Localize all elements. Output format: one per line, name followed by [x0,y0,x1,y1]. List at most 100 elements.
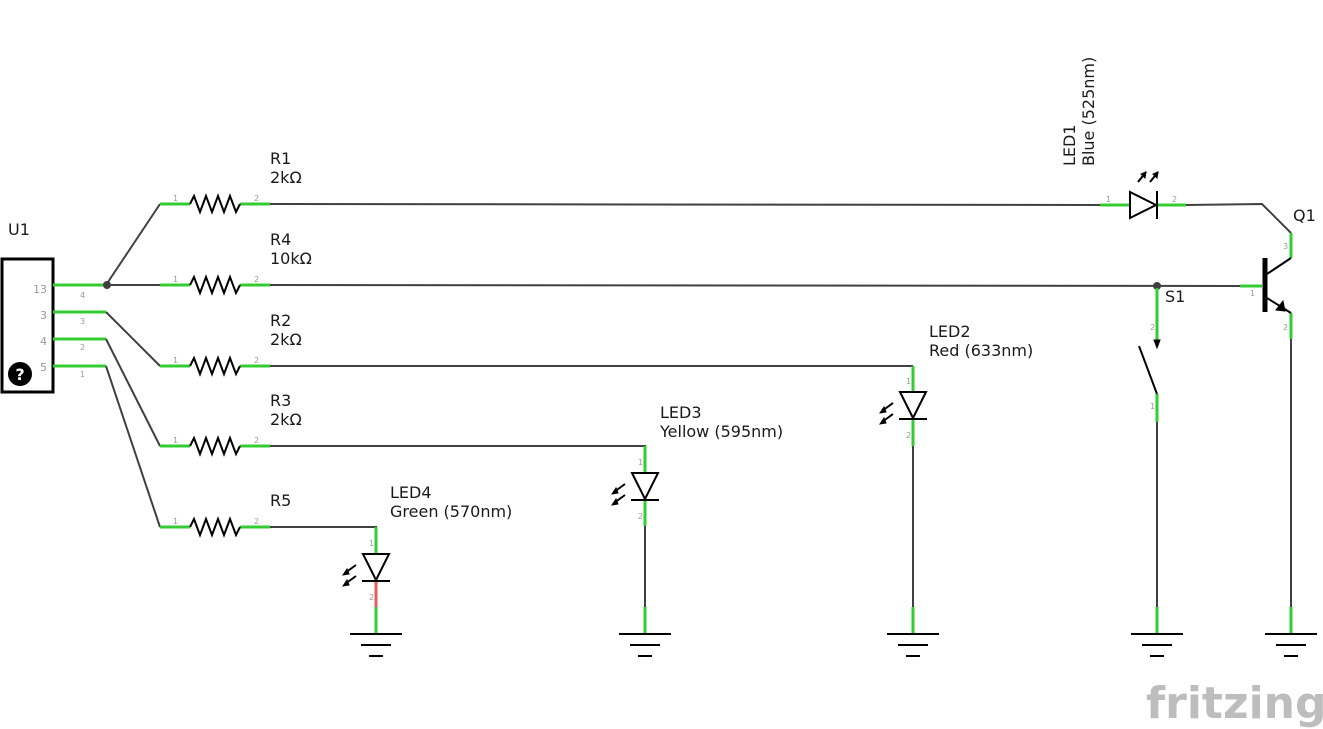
r3-pin-1: 1 [173,436,178,445]
led4-pin-1: 1 [369,539,374,548]
help-icon[interactable] [8,362,32,386]
r5-pin-1: 1 [173,517,178,526]
junction-dot-s1 [1153,282,1161,290]
q1-pin-2: 2 [1283,323,1288,332]
r1-pin-2: 2 [254,194,259,203]
resistor-r3[interactable]: 1 2 R3 2kΩ [160,391,302,457]
s1-pin-2: 2 [1150,323,1155,332]
led2-value-label: Red (633nm) [929,341,1033,360]
q1-pin-1: 1 [1250,289,1255,298]
led4-arrowhead-icon-2 [341,578,350,587]
r1-pin-1: 1 [173,194,178,203]
r4-pin-2: 2 [254,275,259,284]
led2-pin-2: 2 [906,431,911,440]
r2-pin-1: 1 [173,356,178,365]
led3[interactable]: 1 2 LED3 Yellow (595nm) [610,403,783,526]
r4-zigzag [189,274,241,296]
wire-r4-q1[interactable] [269,284,1241,287]
led1[interactable]: 1 2 LED1 Blue (525nm) [1060,57,1186,220]
led4-value-label: Green (570nm) [390,502,512,521]
r5-pin-2: 2 [254,517,259,526]
u1-wire-pin-1: 1 [80,370,85,379]
wire-r1-led1[interactable] [269,203,1101,206]
led1-pin-1: 1 [1106,195,1111,204]
ground-led3 [619,607,671,657]
r2-zigzag [189,355,241,377]
r1-value-label: 2kΩ [270,168,302,187]
led4-diode-triangle [361,553,391,583]
led3-ref-label: LED3 [660,403,702,422]
led4-arrowhead-icon [341,567,350,576]
help-icon-glyph: ? [15,365,24,384]
u1-ref-label: U1 [8,220,30,239]
resistor-r2[interactable]: 1 2 R2 2kΩ [160,311,302,377]
led4[interactable]: 1 2 LED4 Green (570nm) [341,483,512,607]
led3-pin-1: 1 [638,458,643,467]
wire-led1-q1[interactable] [1185,202,1292,234]
resistor-r5[interactable]: 1 2 R5 [160,491,291,538]
led2-arrowhead-icon-2 [878,416,887,425]
r2-value-label: 2kΩ [270,330,302,349]
resistor-r1[interactable]: 1 2 R1 2kΩ [160,149,302,215]
r3-ref-label: R3 [270,391,291,410]
wire-r5-led4[interactable] [270,526,377,529]
led2[interactable]: 1 2 LED2 Red (633nm) [878,322,1033,446]
wires [103,202,1292,607]
led1-ref-label: LED1 [1060,124,1079,166]
r4-value-label: 10kΩ [270,249,312,268]
r5-ref-label: R5 [270,491,291,510]
s1-contact-arrow-icon [1153,339,1161,350]
led4-pin-2: 2 [369,593,374,602]
q1-collector-line [1266,257,1292,275]
r2-ref-label: R2 [270,311,291,330]
ground-s1 [1131,607,1183,657]
led2-diode-triangle [898,391,928,421]
r4-ref-label: R4 [270,230,291,249]
u1-pin-4-label: 4 [40,335,47,348]
wire-u1-r3[interactable] [105,338,161,447]
junction-dot [103,281,111,289]
resistor-r4[interactable]: 1 2 R4 10kΩ [160,230,312,296]
wire-r3-led3[interactable] [270,445,646,448]
u1-connector[interactable]: U1 13 3 4 5 ? 4 3 2 1 [0,220,106,394]
ground-q1 [1265,607,1317,657]
r1-ref-label: R1 [270,149,291,168]
fritzing-logo: fritzing [1146,678,1323,729]
led3-value-label: Yellow (595nm) [659,422,783,441]
q1-emitter-arrow-icon [1275,299,1286,312]
led1-arrowhead-icon [1140,171,1147,180]
led3-arrowhead-icon-2 [610,497,619,506]
r3-zigzag [189,435,241,457]
led3-pin-2: 2 [638,512,643,521]
r4-pin-1: 1 [173,275,178,284]
ground-led4 [350,607,402,657]
led1-pin-2: 2 [1172,195,1177,204]
u1-wire-pin-4: 4 [80,291,85,300]
led4-ref-label: LED4 [390,483,432,502]
s1-lever [1138,345,1158,395]
r1-zigzag [189,193,241,215]
switch-s1[interactable]: 2 1 S1 [1138,287,1185,422]
wire-u1-r2[interactable] [105,311,161,367]
q1-pin-3: 3 [1283,242,1288,251]
r3-pin-2: 2 [254,436,259,445]
ground-led2 [887,607,939,657]
r3-value-label: 2kΩ [270,410,302,429]
wire-u1-r1[interactable] [105,203,161,286]
u1-pin-3-label: 3 [40,309,47,322]
led3-diode-triangle [630,472,660,502]
led2-ref-label: LED2 [929,322,971,341]
led3-arrowhead-icon [610,486,619,495]
led1-value-label: Blue (525nm) [1079,57,1098,166]
s1-pin-1: 1 [1150,402,1155,411]
u1-pin-5-label: 5 [40,361,47,374]
wire-u1-r5[interactable] [105,365,161,528]
transistor-q1[interactable]: 1 3 2 Q1 [1240,206,1316,339]
led2-arrowhead-icon [878,405,887,414]
led1-diode-triangle [1129,190,1159,220]
s1-ref-label: S1 [1165,287,1185,306]
u1-wire-pin-3: 3 [80,317,85,326]
u1-wire-pin-2: 2 [80,343,85,352]
led1-arrowhead-icon-2 [1152,171,1159,180]
